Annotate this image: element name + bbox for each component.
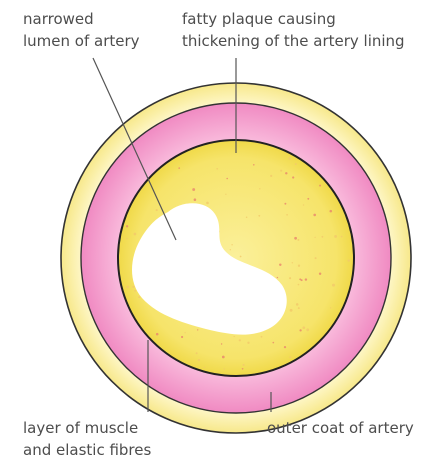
plaque-speckle [307, 198, 309, 200]
plaque-speckle [221, 343, 222, 344]
label-outer-coat: outer coat of artery [267, 417, 414, 439]
plaque-speckle [314, 237, 315, 238]
plaque-speckle [234, 336, 235, 337]
plaque-speckle [285, 172, 287, 174]
plaque-speckle [296, 303, 299, 306]
plaque-speckle [332, 284, 335, 287]
plaque-speckle [243, 364, 245, 366]
plaque-speckle [284, 203, 286, 205]
plaque-speckle [295, 163, 297, 165]
plaque-speckle [330, 307, 331, 308]
plaque-speckle [126, 286, 129, 289]
plaque-speckle [279, 264, 281, 266]
plaque-speckle [280, 170, 282, 172]
plaque-speckle [319, 185, 321, 187]
label-narrowed-lumen: narrowed lumen of artery [23, 8, 140, 52]
plaque-speckle [292, 176, 294, 178]
plaque-speckle [292, 262, 293, 263]
plaque-speckle [132, 286, 134, 288]
plaque-speckle [315, 257, 317, 259]
plaque-speckle [184, 332, 185, 333]
plaque-speckle [178, 167, 180, 169]
plaque-speckle [246, 216, 248, 218]
plaque-speckle [181, 336, 183, 338]
label-plaque-line-2: thickening of the artery lining [182, 30, 405, 52]
plaque-speckle [319, 272, 321, 274]
plaque-speckle [231, 244, 232, 245]
plaque-speckle [194, 198, 197, 201]
plaque-speckle [348, 259, 350, 261]
plaque-speckle [272, 342, 274, 344]
plaque-speckle [299, 329, 301, 331]
plaque-speckle [225, 194, 226, 195]
plaque-speckle [305, 278, 307, 280]
plaque-speckle [206, 202, 209, 205]
plaque-speckle [197, 329, 198, 330]
plaque-speckle [242, 368, 244, 370]
plaque-speckle [298, 307, 300, 309]
plaque-speckle [156, 209, 158, 211]
plaque-speckle [303, 204, 304, 205]
plaque-speckle [330, 210, 333, 213]
plaque-speckle [224, 368, 225, 369]
label-lumen-line-1: narrowed [23, 8, 140, 30]
plaque-speckle [258, 215, 260, 217]
plaque-speckle [239, 339, 241, 341]
plaque-speckle [302, 326, 305, 329]
plaque-speckle [198, 359, 200, 361]
plaque-speckle [341, 236, 343, 238]
plaque-speckle [126, 225, 128, 227]
plaque-speckle [253, 164, 255, 166]
plaque-speckle [288, 157, 291, 160]
plaque-speckle [230, 249, 231, 250]
label-plaque-line-1: fatty plaque causing [182, 8, 405, 30]
plaque-speckle [138, 296, 140, 298]
label-outer-coat-text: outer coat of artery [267, 417, 414, 439]
plaque-speckle [204, 367, 205, 368]
plaque-speckle [196, 352, 198, 354]
label-muscle-line-1: layer of muscle [23, 417, 151, 439]
plaque-speckle [259, 188, 260, 189]
plaque-speckle [284, 346, 286, 348]
label-muscle-layer: layer of muscle and elastic fibres [23, 417, 151, 461]
plaque-speckle [322, 236, 324, 238]
plaque-speckle [192, 188, 195, 191]
label-fatty-plaque: fatty plaque causing thickening of the a… [182, 8, 405, 52]
plaque-speckle [289, 356, 291, 358]
plaque-speckle [226, 178, 228, 180]
plaque-speckle [134, 290, 136, 292]
plaque-speckle [270, 175, 272, 177]
plaque-speckle [156, 333, 159, 336]
plaque-speckle [261, 336, 263, 338]
label-muscle-line-2: and elastic fibres [23, 439, 151, 461]
plaque-speckle [134, 233, 137, 236]
plaque-speckle [126, 238, 127, 239]
plaque-speckle [299, 278, 301, 280]
plaque-speckle [290, 309, 293, 312]
plaque-speckle [240, 256, 242, 258]
plaque-speckle [216, 168, 218, 170]
plaque-speckle [334, 235, 337, 238]
label-lumen-line-2: lumen of artery [23, 30, 140, 52]
plaque-speckle [286, 214, 288, 216]
plaque-speckle [277, 277, 278, 278]
plaque-speckle [298, 284, 300, 286]
plaque-speckle [294, 237, 297, 240]
plaque-speckle [313, 214, 316, 217]
plaque-speckle [247, 342, 249, 344]
plaque-speckle [289, 277, 291, 279]
plaque-speckle [306, 328, 309, 331]
plaque-speckle [297, 239, 299, 241]
plaque-speckle [222, 356, 225, 359]
plaque-speckle [298, 265, 300, 267]
